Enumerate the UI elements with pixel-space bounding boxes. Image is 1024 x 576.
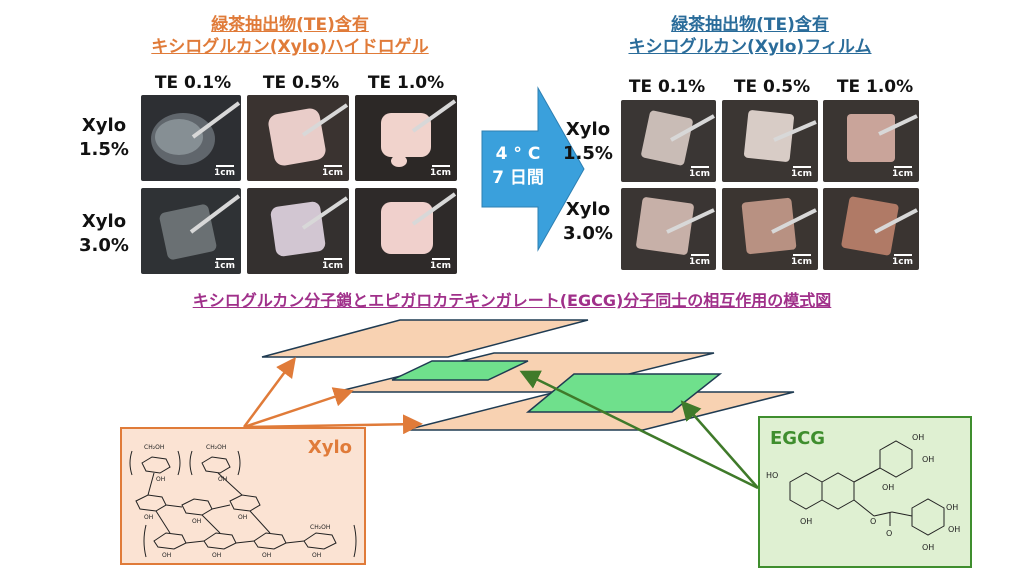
hydrogel-title-line2: キシログルカン(Xylo)ハイドロゲル [151, 37, 429, 57]
hydrogel-title: 緑茶抽出物(TE)含有 キシログルカン(Xylo)ハイドロゲル [100, 14, 480, 58]
film-photo: 1cm [823, 188, 919, 270]
hydrogel-col-label: TE 0.5% [262, 73, 340, 93]
hydrogel-title-line1: 緑茶抽出物(TE)含有 [211, 15, 369, 35]
svg-text:OH: OH [262, 552, 271, 559]
film-photo: 1cm [722, 100, 818, 182]
svg-text:OH: OH [800, 517, 812, 526]
hydrogel-photo: 1cm [247, 188, 349, 274]
film-col-label: TE 0.1% [628, 77, 706, 97]
egcg-structure: HO OH OH OH OH OH OH OH O O [766, 433, 960, 552]
process-arrow [481, 86, 585, 252]
svg-text:OH: OH [882, 483, 894, 492]
film-photo: 1cm [621, 100, 716, 182]
film-photo: 1cm [722, 188, 818, 270]
xylo-box-label: Xylo [307, 437, 352, 458]
svg-text:CH₂OH: CH₂OH [206, 444, 226, 451]
film-col-label: TE 0.5% [733, 77, 811, 97]
hydrogel-photo: 1cm [141, 95, 241, 181]
hydrogel-photo: 1cm [355, 95, 457, 181]
film-photo: 1cm [621, 188, 716, 270]
svg-text:O: O [886, 529, 892, 538]
svg-text:OH: OH [312, 552, 321, 559]
process-temperature: 4 ° C [495, 144, 541, 164]
xylo-arrow [242, 356, 296, 428]
process-duration: 7 日間 [492, 168, 544, 188]
egcg-arrow [519, 370, 759, 490]
svg-text:HO: HO [766, 471, 778, 480]
egcg-box-label: EGCG [770, 428, 826, 449]
film-photo: 1cm [823, 100, 919, 182]
svg-text:OH: OH [946, 503, 958, 512]
film-title-line2: キシログルカン(Xylo)フィルム [628, 37, 872, 57]
svg-text:OH: OH [162, 552, 171, 559]
svg-text:OH: OH [238, 514, 247, 521]
svg-text:OH: OH [922, 543, 934, 552]
hydrogel-photo: 1cm [141, 188, 241, 274]
hydrogel-col-label: TE 1.0% [367, 73, 445, 93]
svg-text:OH: OH [912, 433, 924, 442]
xyloglucan-structure: CH₂OH CH₂OH OH OH OH OH OH OH OH OH OH CH₂OH [129, 444, 357, 559]
svg-text:OH: OH [156, 476, 165, 483]
film-row-label: Xylo 3.0% [563, 199, 613, 244]
process-label: 4 ° C 7 日間 [483, 142, 553, 190]
xylo-arrow [243, 414, 423, 435]
svg-text:CH₂OH: CH₂OH [144, 444, 164, 451]
film-title: 緑茶抽出物(TE)含有 キシログルカン(Xylo)フィルム [585, 14, 915, 58]
svg-text:OH: OH [218, 476, 227, 483]
hydrogel-photo: 1cm [247, 95, 349, 181]
hydrogel-row-label: Xylo 3.0% [79, 211, 129, 256]
hydrogel-col-label: TE 0.1% [154, 73, 232, 93]
svg-text:OH: OH [192, 518, 201, 525]
xylo-arrow [243, 387, 354, 429]
egcg-structure-box: EGCG HO OH OH OH OH OH OH OH O O [758, 416, 972, 568]
egcg-sheet [391, 360, 529, 381]
svg-text:CH₂OH: CH₂OH [310, 524, 330, 531]
egcg-sheet [525, 373, 723, 413]
svg-text:OH: OH [948, 525, 960, 534]
hydrogel-row-label: Xylo 1.5% [79, 115, 129, 160]
svg-text:OH: OH [144, 514, 153, 521]
svg-text:O: O [870, 517, 876, 526]
model-title: キシログルカン分子鎖とエピガロカテキンガレート(EGCG)分子同士の相互作用の模… [192, 291, 832, 310]
film-title-line1: 緑茶抽出物(TE)含有 [671, 15, 829, 35]
svg-text:OH: OH [922, 455, 934, 464]
egcg-arrow [680, 400, 759, 489]
film-col-label: TE 1.0% [836, 77, 914, 97]
xylo-sheet [261, 319, 589, 358]
film-row-label: Xylo 1.5% [563, 119, 613, 164]
hydrogel-photo: 1cm [355, 188, 457, 274]
svg-text:OH: OH [212, 552, 221, 559]
